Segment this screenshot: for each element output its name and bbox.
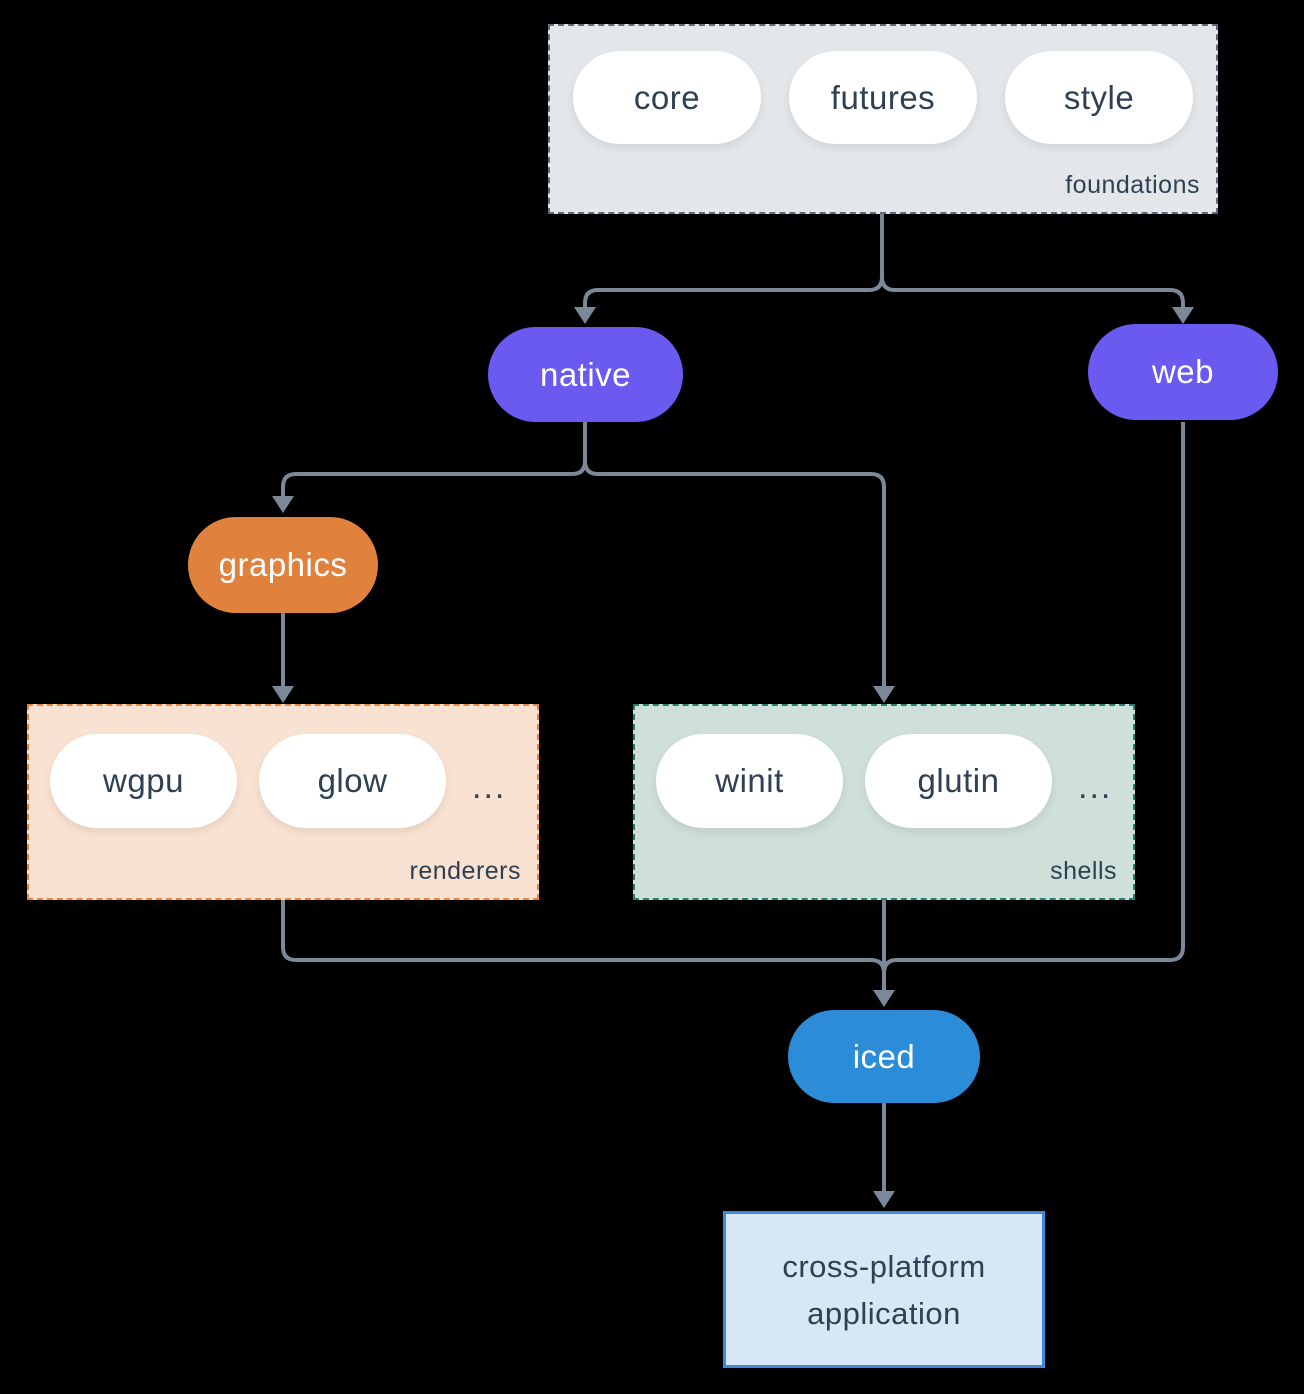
node-style: style	[1005, 51, 1193, 144]
node-core-label: core	[633, 78, 701, 116]
renderers-group: wgpu glow ... renderers	[27, 704, 539, 900]
arrowhead-native	[574, 307, 596, 324]
node-iced-label: iced	[852, 1037, 916, 1075]
node-web: web	[1088, 324, 1278, 420]
node-winit-label: winit	[715, 762, 784, 799]
node-wgpu-label: wgpu	[103, 762, 184, 799]
arrowhead-application	[873, 1191, 895, 1208]
edge-renderers-iced	[281, 900, 886, 991]
shells-group: winit glutin ... shells	[633, 704, 1135, 900]
node-graphics: graphics	[188, 517, 378, 613]
renderers-ellipsis: ...	[472, 767, 507, 806]
renderers-pill-row: wgpu glow ...	[29, 706, 537, 828]
shells-ellipsis: ...	[1078, 767, 1113, 806]
node-native: native	[488, 327, 683, 422]
edge-native-shells	[583, 422, 886, 687]
node-web-label: web	[1151, 353, 1215, 390]
node-glutin: glutin	[865, 734, 1052, 828]
node-iced: iced	[788, 1010, 980, 1103]
edge-native-graphics	[281, 422, 587, 497]
node-glow: glow	[259, 734, 446, 828]
node-futures-label: futures	[830, 78, 936, 116]
application-label-line1: cross-platform	[782, 1248, 986, 1284]
foundations-group: core futures style foundations	[548, 24, 1218, 214]
arrowhead-renderers	[272, 686, 294, 703]
cross-platform-application-box: cross-platform application	[723, 1211, 1045, 1368]
node-core: core	[573, 51, 761, 144]
arrowhead-iced	[873, 990, 895, 1007]
node-wgpu: wgpu	[50, 734, 237, 828]
node-glutin-label: glutin	[917, 762, 1000, 799]
shells-group-label: shells	[1050, 857, 1117, 885]
foundations-pill-row: core futures style	[550, 26, 1216, 144]
edge-foundations-web	[880, 214, 1185, 308]
application-label-line2: application	[807, 1295, 961, 1331]
foundations-group-label: foundations	[1065, 171, 1200, 199]
arrowhead-graphics	[272, 496, 294, 513]
edge-foundations-native	[583, 214, 884, 308]
node-winit: winit	[656, 734, 843, 828]
node-glow-label: glow	[317, 762, 388, 799]
node-style-label: style	[1063, 78, 1135, 116]
shells-pill-row: winit glutin ...	[635, 706, 1133, 828]
arrowhead-shells	[873, 686, 895, 703]
node-graphics-label: graphics	[218, 546, 348, 583]
node-native-label: native	[539, 355, 632, 393]
arrowhead-web	[1172, 307, 1194, 324]
node-futures: futures	[789, 51, 977, 144]
renderers-group-label: renderers	[409, 857, 521, 885]
